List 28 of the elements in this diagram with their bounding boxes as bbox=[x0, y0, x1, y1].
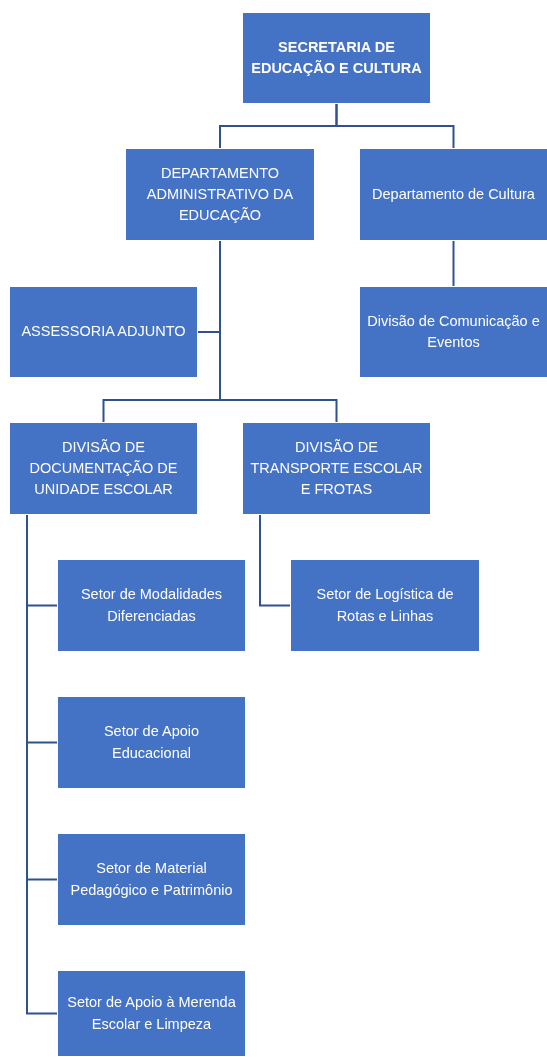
org-unit-box bbox=[57, 833, 246, 926]
unit-name: Setor de Material Pedagógico e Patrimônio bbox=[69, 859, 234, 900]
org-unit-box bbox=[9, 422, 198, 515]
org-unit-box bbox=[57, 970, 246, 1057]
org-unit-box bbox=[57, 559, 246, 652]
unit-name: DIVISÃO DE TRANSPORTE ESCOLAR E FROTAS bbox=[249, 438, 424, 500]
unit-name: Departamento de Cultura bbox=[372, 185, 535, 204]
unit-name: ASSESSORIA ADJUNTO bbox=[21, 322, 186, 342]
org-unit-box bbox=[9, 286, 198, 378]
org-unit-box bbox=[359, 148, 547, 241]
unit-name: Setor de Apoio à Merenda Escolar e Limpeza bbox=[66, 993, 237, 1034]
org-unit-box bbox=[242, 422, 431, 515]
org-unit-box bbox=[125, 148, 315, 241]
unit-name: Setor de Logística de Rotas e Linhas bbox=[315, 585, 455, 626]
org-unit-box bbox=[290, 559, 480, 652]
unit-name: DEPARTAMENTO ADMINISTRATIVO DA EDUCAÇÃO bbox=[145, 164, 295, 226]
org-unit-box bbox=[242, 12, 431, 104]
unit-name: Setor de Modalidades Diferenciadas bbox=[79, 585, 224, 626]
unit-name: Divisão de Comunicação e Eventos bbox=[366, 312, 541, 352]
org-unit-box bbox=[359, 286, 547, 378]
connector-line bbox=[452, 240, 455, 287]
connector-line bbox=[335, 103, 455, 149]
connector-line bbox=[259, 514, 291, 607]
unit-name: SECRETARIA DE EDUCAÇÃO E CULTURA bbox=[250, 38, 423, 78]
connector-line bbox=[219, 240, 338, 423]
unit-name: DIVISÃO DE DOCUMENTAÇÃO DE UNIDADE ESCOLAR bbox=[28, 438, 179, 500]
unit-name: Setor de Apoio Educacional bbox=[102, 722, 201, 763]
org-unit-box bbox=[57, 696, 246, 789]
